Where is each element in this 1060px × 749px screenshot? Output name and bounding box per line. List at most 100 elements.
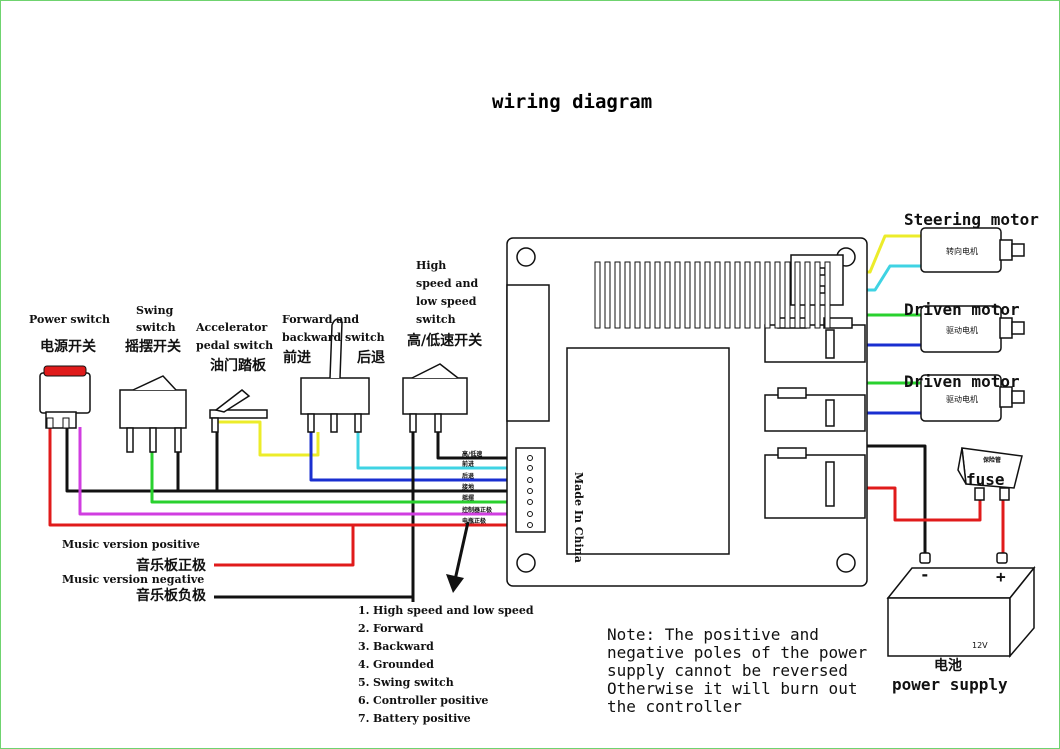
note-line: Note: The positive and bbox=[607, 625, 819, 644]
vent-slot bbox=[624, 261, 631, 329]
steering-motor bbox=[920, 227, 1025, 273]
legend-item-text: Controller positive bbox=[373, 694, 488, 707]
battery-zh: 电池 bbox=[934, 657, 962, 674]
vent-slot bbox=[734, 261, 741, 329]
vent-slot bbox=[634, 261, 641, 329]
controller-vents bbox=[594, 261, 831, 329]
legend-item-number: 6. bbox=[358, 694, 369, 707]
connector-pin bbox=[527, 499, 533, 505]
music-negative-zh: 音乐板负极 bbox=[136, 587, 207, 604]
speed-switch bbox=[402, 363, 468, 433]
vent-slot bbox=[664, 261, 671, 329]
vent-slot bbox=[784, 261, 791, 329]
driven-motor-2 bbox=[920, 374, 1025, 422]
music-positive-zh: 音乐板正极 bbox=[136, 557, 207, 574]
speed-label-3: low speed bbox=[416, 295, 477, 308]
swing-label-1: Swing bbox=[136, 304, 174, 317]
accelerator-label-1: Accelerator bbox=[195, 321, 267, 334]
vent-slot bbox=[754, 261, 761, 329]
driven-motor-2-label: Driven motor bbox=[904, 372, 1020, 391]
driven-motor-1 bbox=[920, 305, 1025, 353]
speed-label-1: High bbox=[416, 259, 446, 272]
fuse-label: fuse bbox=[966, 470, 1005, 489]
battery-plus: + bbox=[996, 567, 1006, 586]
music-negative-label: Music version negative bbox=[62, 573, 204, 586]
driven-motor-1-label: Driven motor bbox=[904, 300, 1020, 319]
vent-slot bbox=[654, 261, 661, 329]
driven-motor-1-zh: 驱动电机 bbox=[946, 325, 978, 335]
vent-slot bbox=[774, 261, 781, 329]
forward-zh: 前进 bbox=[283, 349, 311, 366]
driven-motor-2-zh: 驱动电机 bbox=[946, 394, 978, 404]
connector-pin bbox=[527, 488, 533, 494]
vent-slot bbox=[594, 261, 601, 329]
green-wire-swing bbox=[150, 452, 528, 504]
connector-pin bbox=[527, 522, 533, 528]
speed-zh: 高/低速开关 bbox=[407, 332, 482, 349]
connector-pin bbox=[527, 455, 533, 461]
battery bbox=[886, 552, 1036, 659]
backward-zh: 后退 bbox=[357, 349, 385, 366]
vent-slot bbox=[814, 261, 821, 329]
fwd-back-label-2: backward switch bbox=[282, 331, 385, 344]
accelerator-zh: 油门踏板 bbox=[210, 357, 267, 374]
magenta-wire-controller bbox=[78, 427, 528, 516]
down-arrow-icon bbox=[446, 521, 470, 593]
blue-wire-backward bbox=[309, 432, 528, 482]
vent-slot bbox=[644, 261, 651, 329]
connector-pin bbox=[527, 465, 533, 471]
steering-motor-label: Steering motor bbox=[904, 210, 1039, 229]
legend-item-number: 4. bbox=[358, 658, 369, 671]
connector-pin-label: 接地 bbox=[461, 483, 474, 491]
note-line: Otherwise it will burn out bbox=[607, 679, 857, 698]
steering-motor-zh: 转向电机 bbox=[946, 246, 978, 256]
red-wire-battery bbox=[48, 427, 528, 527]
connector-pin-label: 后退 bbox=[462, 472, 474, 480]
battery-minus: - bbox=[920, 565, 930, 584]
vent-slot bbox=[674, 261, 681, 329]
legend-item-text: High speed and low speed bbox=[373, 604, 534, 617]
accelerator-pedal bbox=[209, 389, 268, 433]
swing-switch bbox=[119, 375, 187, 453]
made-in-china: Made In China bbox=[572, 472, 585, 563]
legend-item-number: 5. bbox=[358, 676, 369, 689]
power-switch-label: Power switch bbox=[29, 313, 110, 326]
note-line: supply cannot be reversed bbox=[607, 661, 848, 680]
vent-slot bbox=[614, 261, 621, 329]
connector-pin-label: 高/低速 bbox=[462, 450, 482, 458]
battery-label: power supply bbox=[892, 675, 1008, 694]
vent-slot bbox=[794, 261, 801, 329]
accelerator-label-2: pedal switch bbox=[196, 339, 273, 352]
red-wire-music bbox=[214, 525, 355, 567]
connector-pin-label: 控制器正极 bbox=[462, 506, 493, 514]
vent-slot bbox=[744, 261, 751, 329]
vent-slot bbox=[684, 261, 691, 329]
connector-pin-label: 摇摆 bbox=[462, 494, 474, 502]
vent-slot bbox=[724, 261, 731, 329]
yellow-wire bbox=[216, 420, 320, 457]
legend-item-number: 2. bbox=[358, 622, 369, 635]
vent-slot bbox=[694, 261, 701, 329]
connector-pin bbox=[527, 511, 533, 517]
swing-zh: 摇摆开关 bbox=[125, 338, 181, 355]
vent-slot bbox=[714, 261, 721, 329]
legend-item-text: Forward bbox=[373, 622, 424, 635]
fuse-zh: 保险管 bbox=[982, 456, 1001, 464]
power-switch-zh: 电源开关 bbox=[40, 338, 96, 355]
speed-label-2: speed and bbox=[416, 277, 479, 290]
cyan-wire-forward bbox=[356, 432, 528, 470]
fuse bbox=[957, 447, 1023, 501]
legend-item-number: 7. bbox=[358, 712, 369, 725]
connector-pin-label: 前进 bbox=[462, 460, 474, 468]
fwd-back-label-1: Forward and bbox=[282, 313, 359, 326]
battery-red-wire bbox=[830, 486, 982, 522]
note-line: the controller bbox=[607, 697, 742, 716]
legend-item-number: 3. bbox=[358, 640, 369, 653]
vent-slot bbox=[804, 261, 811, 329]
note-line: negative poles of the power bbox=[607, 643, 867, 662]
battery-voltage: 12V bbox=[972, 641, 988, 650]
black-wire-ground bbox=[65, 427, 528, 493]
